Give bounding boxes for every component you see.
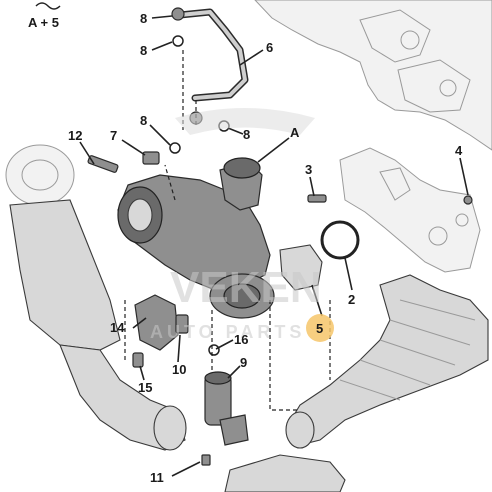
callout-10: 10 [172,362,186,377]
callout-11: 11 [150,470,164,485]
callout-3: 3 [305,162,312,177]
top-legend: A + 5 [28,2,61,30]
highlight-marker [306,314,334,342]
bottom-housing [224,454,346,492]
callout-8-right: 8 [243,127,250,142]
callout-2: 2 [348,292,355,307]
intake-hose [285,274,489,449]
callout-12: 12 [68,128,82,143]
callout-8-left: 8 [140,113,147,128]
fasteners [87,35,473,466]
callout-5: 5 [316,321,323,336]
top-legend-text: A + 5 [28,15,59,30]
callout-14: 14 [110,320,125,335]
support-bracket [134,294,179,351]
turbocharger [117,157,323,319]
callout-6: 6 [266,40,273,55]
wastegate-actuator [204,371,249,446]
leader-lines [79,15,469,477]
watermark: VEKEN AUTO PARTS [150,108,322,342]
callout-15: 15 [138,380,152,395]
callout-7: 7 [110,128,117,143]
watermark-subtitle: AUTO PARTS [150,322,305,342]
gasket-ring [320,220,360,260]
callout-8-upper: 8 [140,11,147,26]
callout-9: 9 [240,355,247,370]
engine-block [254,0,492,151]
callout-4: 4 [455,143,463,158]
callout-A: A [290,125,300,140]
callout-8-second: 8 [140,43,147,58]
exhaust-manifold [339,147,481,273]
catalytic-converter [5,144,187,451]
watermark-brand: VEKEN [170,263,322,312]
callout-16: 16 [234,332,248,347]
